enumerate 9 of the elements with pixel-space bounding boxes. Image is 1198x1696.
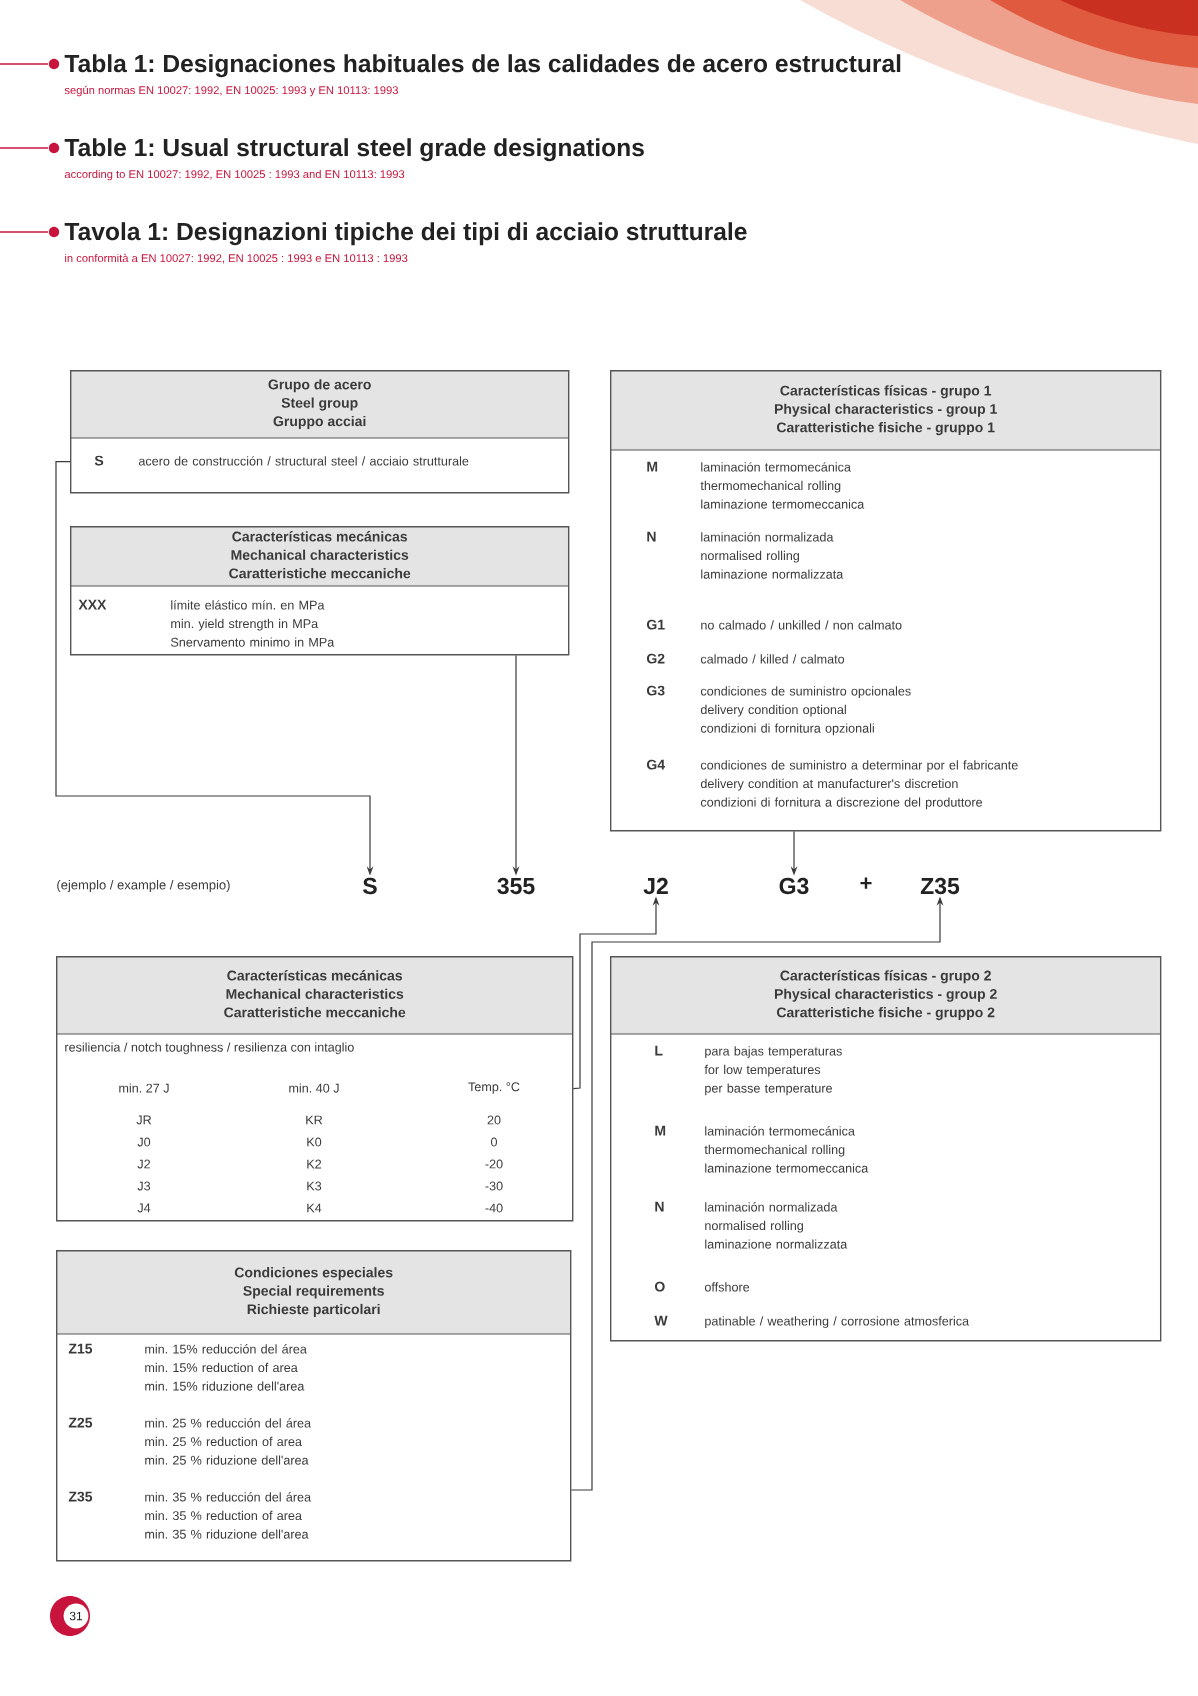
designation-code: 355 xyxy=(497,877,535,895)
plus-sign: + xyxy=(860,877,872,889)
title: Tabla 1: Designaciones habituales de las calidades de acero estructural xyxy=(64,54,901,78)
designation-code: S xyxy=(363,877,377,895)
designation-code: Z35 xyxy=(920,877,960,895)
designation-code: J2 xyxy=(643,877,668,895)
title: Tavola 1: Designazioni tipiche dei tipi di acciaio strutturale xyxy=(64,222,747,246)
title: Table 1: Usual structural steel grade designations xyxy=(64,138,644,162)
designation-code: G3 xyxy=(779,877,809,895)
